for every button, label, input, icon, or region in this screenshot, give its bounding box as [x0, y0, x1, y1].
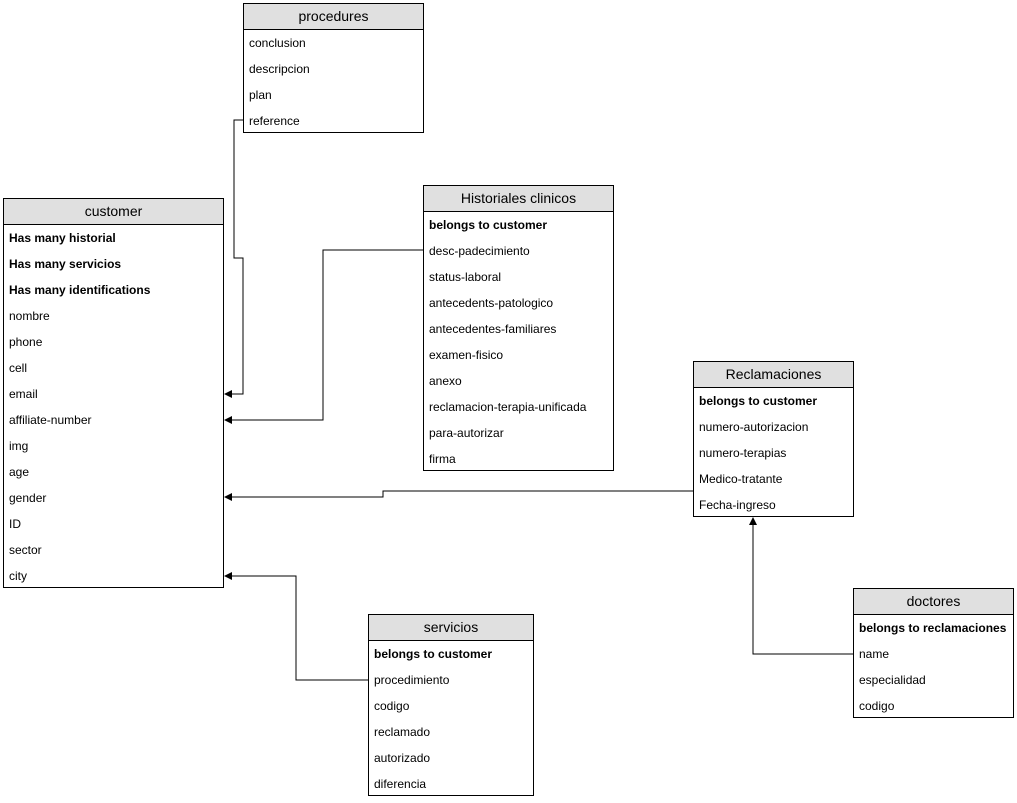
- entity-field[interactable]: Has many servicios: [9, 257, 122, 271]
- entity-field[interactable]: procedimiento: [374, 673, 450, 687]
- entity-field[interactable]: sector: [9, 543, 42, 557]
- entity-title: Reclamaciones: [694, 362, 853, 388]
- entity-field[interactable]: Fecha-ingreso: [699, 498, 776, 512]
- entity-doctores[interactable]: doctores belongs to reclamaciones name esp…: [853, 588, 1014, 718]
- entity-field[interactable]: belongs to customer: [429, 218, 548, 232]
- entity-field[interactable]: Medico-tratante: [699, 472, 783, 486]
- entity-field[interactable]: cell: [9, 361, 28, 375]
- entity-field[interactable]: reclamacion-terapia-unificada: [429, 400, 587, 414]
- entity-title: customer: [4, 199, 223, 225]
- entity-field[interactable]: name: [859, 647, 890, 661]
- entity-field-list: belongs to reclamaciones name especialidad…: [854, 615, 1013, 719]
- connector-reclamaciones-to-customer: [224, 490, 693, 501]
- entity-field-list: belongs to customer desc-padecimiento stat…: [424, 212, 613, 472]
- entity-field[interactable]: antecedents-patologico: [429, 296, 554, 310]
- connector-procedures-to-customer: [224, 119, 244, 398]
- entity-field[interactable]: anexo: [429, 374, 462, 388]
- entity-servicios[interactable]: servicios belongs to customer procedimien…: [368, 614, 534, 796]
- connector-servicios-to-customer: [224, 572, 368, 681]
- entity-historiales-clinicos[interactable]: Historiales clinicos belongs to customer…: [423, 185, 614, 471]
- entity-field-list: belongs to customer numero-autorizacion nu…: [694, 388, 853, 518]
- entity-field[interactable]: conclusion: [249, 36, 306, 50]
- entity-field[interactable]: img: [9, 439, 29, 453]
- entity-field[interactable]: city: [9, 569, 27, 583]
- entity-field[interactable]: diferencia: [374, 777, 427, 791]
- entity-field-list: conclusion descripcion plan reference: [244, 30, 423, 134]
- entity-field[interactable]: phone: [9, 335, 43, 349]
- entity-field[interactable]: email: [9, 387, 38, 401]
- entity-field[interactable]: descripcion: [249, 62, 310, 76]
- entity-field[interactable]: numero-autorizacion: [699, 420, 809, 434]
- entity-title: procedures: [244, 4, 423, 30]
- entity-field[interactable]: para-autorizar: [429, 426, 504, 440]
- entity-field[interactable]: numero-terapias: [699, 446, 787, 460]
- entity-procedures[interactable]: procedures conclusion descripcion plan refe…: [243, 3, 424, 133]
- entity-field[interactable]: examen-fisico: [429, 348, 504, 362]
- entity-field[interactable]: firma: [429, 452, 456, 466]
- entity-field[interactable]: affiliate-number: [9, 413, 92, 427]
- connector-doctores-to-reclamaciones: [749, 517, 853, 655]
- entity-field[interactable]: belongs to customer: [699, 394, 818, 408]
- entity-field[interactable]: Has many historial: [9, 231, 116, 245]
- entity-field[interactable]: codigo: [859, 699, 895, 713]
- entity-field[interactable]: age: [9, 465, 30, 479]
- entity-field[interactable]: nombre: [9, 309, 50, 323]
- entity-field[interactable]: desc-padecimiento: [429, 244, 530, 258]
- entity-field[interactable]: codigo: [374, 699, 410, 713]
- entity-field[interactable]: belongs to customer: [374, 647, 493, 661]
- entity-field[interactable]: status-laboral: [429, 270, 502, 284]
- entity-field[interactable]: reclamado: [374, 725, 431, 739]
- entity-field[interactable]: plan: [249, 88, 272, 102]
- entity-field[interactable]: reference: [249, 114, 300, 128]
- entity-title: doctores: [854, 589, 1013, 615]
- entity-reclamaciones[interactable]: Reclamaciones belongs to customer numero-…: [693, 361, 854, 517]
- entity-field[interactable]: ID: [9, 517, 21, 531]
- entity-field[interactable]: especialidad: [859, 673, 926, 687]
- entity-field[interactable]: antecedentes-familiares: [429, 322, 557, 336]
- entity-field[interactable]: Has many identifications: [9, 283, 151, 297]
- entity-title: Historiales clinicos: [424, 186, 613, 212]
- entity-title: servicios: [369, 615, 533, 641]
- entity-field-list: belongs to customer procedimiento codigo re…: [369, 641, 533, 797]
- entity-field[interactable]: gender: [9, 491, 47, 505]
- connector-historiales-to-customer: [224, 249, 423, 424]
- entity-field[interactable]: belongs to reclamaciones: [859, 621, 1007, 635]
- entity-field[interactable]: autorizado: [374, 751, 431, 765]
